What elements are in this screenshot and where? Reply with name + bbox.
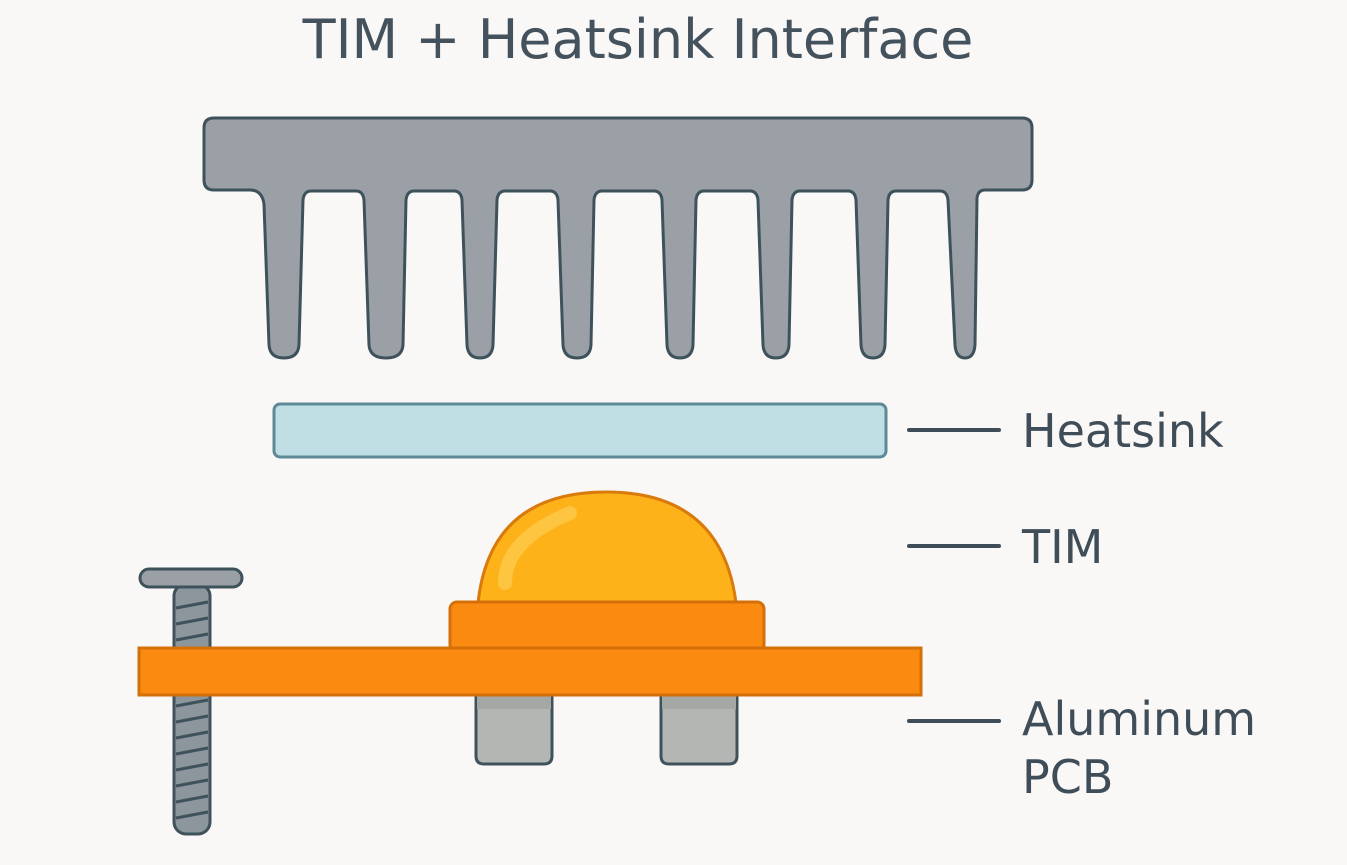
heatsink-icon — [202, 116, 1034, 360]
led-dome-icon — [476, 490, 738, 605]
tim-leader-line — [907, 544, 1001, 548]
heatsink-leader-line — [907, 428, 1001, 432]
label-tim: TIM — [1022, 520, 1104, 574]
screw-icon — [138, 567, 244, 836]
label-pcb: PCB — [1022, 750, 1114, 804]
diagram-title: TIM + Heatsink Interface — [302, 8, 974, 71]
pcb-leader-line — [907, 719, 1001, 723]
label-aluminum: Aluminum — [1022, 692, 1257, 746]
tim-pad — [272, 402, 888, 459]
led-package — [448, 600, 766, 654]
label-heatsink: Heatsink — [1022, 404, 1224, 458]
aluminum-pcb — [137, 646, 923, 697]
pcb-pads — [474, 688, 739, 766]
